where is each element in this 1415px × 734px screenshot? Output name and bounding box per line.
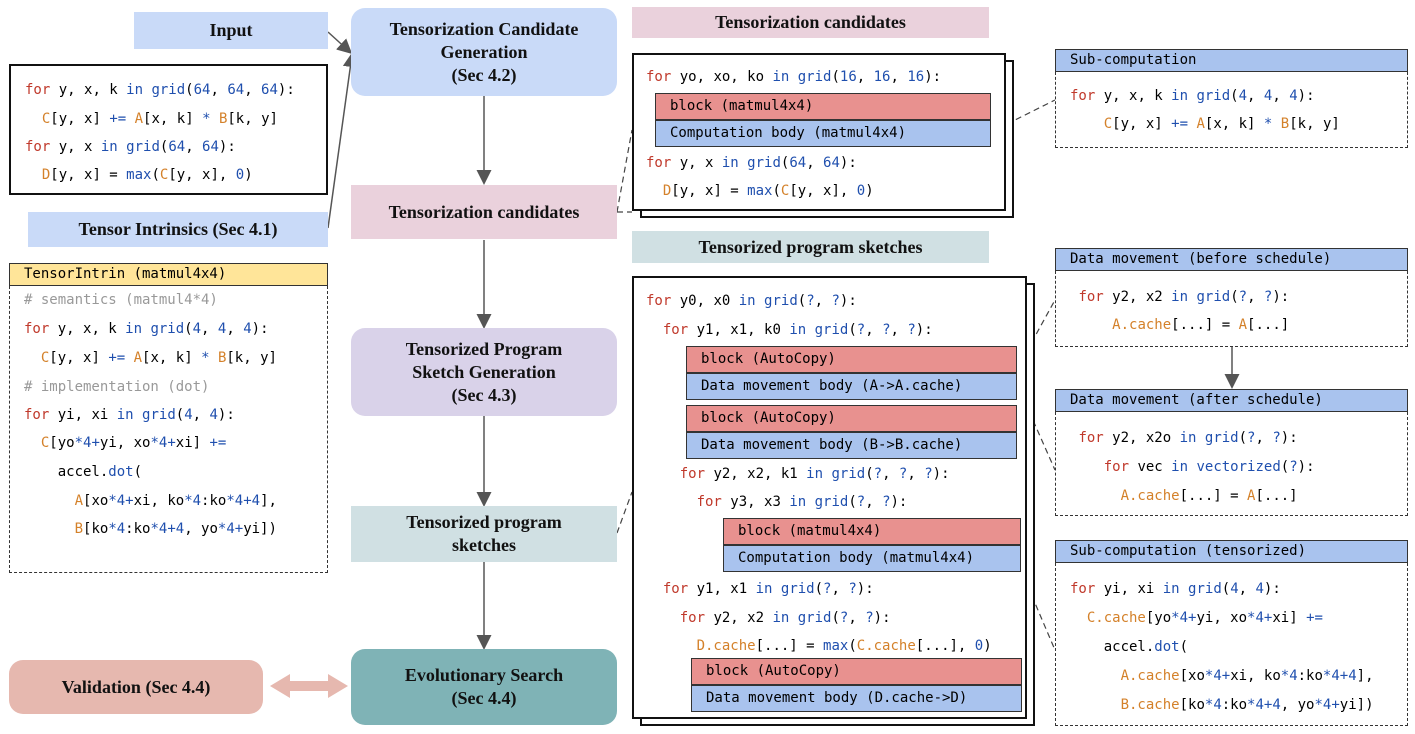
sketch-generation-line3: (Sec 4.3) xyxy=(451,384,517,405)
candidates-code-line-2: for y, x in grid(64, 64): xyxy=(646,155,857,171)
validation-node: Validation (Sec 4.4) xyxy=(9,660,263,714)
sub-tensorized-line-3: accel.dot( xyxy=(1070,639,1189,655)
input-code-line-2: C[y, x] += A[x, k] * B[k, y] xyxy=(41,111,278,127)
sub-tensorized-box: for yi, xi in grid(4, 4): C.cache[yo*4+y… xyxy=(1055,563,1408,726)
evolutionary-search-line2: (Sec 4.4) xyxy=(451,688,517,708)
dash-sketch-1 xyxy=(616,491,633,534)
sketch-block-1: block (AutoCopy) xyxy=(686,346,1017,373)
program-sketches-line1: Tensorized program xyxy=(406,512,562,532)
dm-after-line-3: A.cache[...] = A[...] xyxy=(1120,488,1298,504)
sub-tensorized-header: Sub-computation (tensorized) xyxy=(1055,540,1408,563)
candidate-generation-node: Tensorization Candidate Generation (Sec … xyxy=(351,8,617,96)
sub-tensorized-line-5: B.cache[ko*4:ko*4+4, yo*4+yi]) xyxy=(1120,697,1374,713)
sub-code-line-2: C[y, x] += A[x, k] * B[k, y] xyxy=(1103,116,1340,132)
candidate-generation-line3: (Sec 4.2) xyxy=(451,64,517,85)
candidates-title: Tensorization candidates xyxy=(632,7,989,38)
input-code-box: for y, x, k in grid(64, 64, 64): C[y, x]… xyxy=(9,64,328,195)
program-sketches-node: Tensorized program sketches xyxy=(351,506,617,562)
sub-tensorized-line-2: C.cache[yo*4+yi, xo*4+xi] += xyxy=(1086,610,1323,626)
intrin-code-line-2: for y, x, k in grid(4, 4, 4): xyxy=(24,321,269,337)
tensor-intrin-box: # semantics (matmul4*4) for y, x, k in g… xyxy=(9,286,328,573)
sub-computation-box: for y, x, k in grid(4, 4, 4): C[y, x] +=… xyxy=(1055,72,1408,148)
sketch-code-line-1: for y0, x0 in grid(?, ?): xyxy=(646,293,857,309)
sketch-block-2: block (AutoCopy) xyxy=(686,405,1017,432)
input-code-line-1: for y, x, k in grid(64, 64, 64): xyxy=(25,82,295,98)
input-code-line-3: for y, x in grid(64, 64): xyxy=(25,139,236,155)
sketch-block-4: block (AutoCopy) xyxy=(691,658,1022,685)
dm-before-box: for y2, x2 in grid(?, ?): A.cache[...] =… xyxy=(1055,271,1408,347)
candidate-generation-line2: Generation xyxy=(440,41,528,62)
candidates-block: block (matmul4x4) xyxy=(655,93,991,120)
intrin-code-line-3: C[y, x] += A[x, k] * B[k, y] xyxy=(40,350,277,366)
candidates-code-line-3: D[y, x] = max(C[y, x], 0) xyxy=(662,183,874,199)
sketch-generation-line2: Sketch Generation xyxy=(412,361,556,382)
input-arrow xyxy=(327,31,353,55)
dash-cand-1 xyxy=(616,129,633,213)
sub-tensorized-line-4: A.cache[xo*4+xi, ko*4:ko*4+4], xyxy=(1120,668,1374,684)
sub-tensorized-line-1: for yi, xi in grid(4, 4): xyxy=(1070,581,1281,597)
validation-double-arrow xyxy=(270,674,348,698)
sketch-generation-line1: Tensorized Program xyxy=(405,338,563,359)
sketch-body-2: Data movement body (B->B.cache) xyxy=(686,432,1017,459)
sketch-code-line-7: D.cache[...] = max(C.cache[...], 0) xyxy=(696,638,992,654)
dm-before-line-1: for y2, x2 in grid(?, ?): xyxy=(1078,289,1290,305)
sketch-code-line-5: for y1, x1 in grid(?, ?): xyxy=(662,581,874,597)
tensor-intrin-header: TensorIntrin (matmul4x4) xyxy=(9,263,328,286)
intrin-code-line-8: A[xo*4+xi, ko*4:ko*4+4], xyxy=(74,493,277,509)
intrin-arrow xyxy=(327,52,358,229)
candidates-code-box: for yo, xo, ko in grid(16, 16, 16): bloc… xyxy=(632,53,1006,211)
input-code-line-4: D[y, x] = max(C[y, x], 0) xyxy=(41,167,253,183)
evolutionary-search-node: Evolutionary Search (Sec 4.4) xyxy=(351,649,617,725)
dm-after-header: Data movement (after schedule) xyxy=(1055,389,1408,412)
sketch-body-1: Data movement body (A->A.cache) xyxy=(686,373,1017,400)
sketch-code-line-6: for y2, x2 in grid(?, ?): xyxy=(679,610,891,626)
candidates-code-line-1: for yo, xo, ko in grid(16, 16, 16): xyxy=(646,69,942,85)
tensor-intrinsics-label: Tensor Intrinsics (Sec 4.1) xyxy=(28,212,328,247)
sketch-body-4: Data movement body (D.cache->D) xyxy=(691,685,1022,712)
intrin-code-line-7: accel.dot( xyxy=(24,464,143,480)
dm-before-line-2: A.cache[...] = A[...] xyxy=(1112,317,1290,333)
sketch-block-3: block (matmul4x4) xyxy=(723,518,1021,545)
dm-before-header: Data movement (before schedule) xyxy=(1055,248,1408,271)
dm-after-line-2: for vec in vectorized(?): xyxy=(1103,459,1315,475)
sketches-code-box: for y0, x0 in grid(?, ?): for y1, x1, k0… xyxy=(632,276,1027,719)
candidate-generation-line1: Tensorization Candidate xyxy=(389,18,579,39)
intrin-code-line-6: C[yo*4+yi, xo*4+xi] += xyxy=(40,435,227,451)
sketch-generation-node: Tensorized Program Sketch Generation (Se… xyxy=(351,328,617,416)
input-label: Input xyxy=(134,12,328,49)
intrin-code-line-9: B[ko*4:ko*4+4, yo*4+yi]) xyxy=(74,521,277,537)
intrin-code-line-4: # implementation (dot) xyxy=(24,379,210,395)
sketch-body-3: Computation body (matmul4x4) xyxy=(723,545,1021,572)
tensorization-candidates-node: Tensorization candidates xyxy=(351,185,617,239)
sketch-code-line-3: for y2, x2, k1 in grid(?, ?, ?): xyxy=(679,466,950,482)
intrin-code-line-5: for yi, xi in grid(4, 4): xyxy=(24,407,235,423)
sketch-code-line-2: for y1, x1, k0 in grid(?, ?, ?): xyxy=(662,322,933,338)
candidates-computation-body: Computation body (matmul4x4) xyxy=(655,120,991,147)
sub-code-line-1: for y, x, k in grid(4, 4, 4): xyxy=(1070,88,1315,104)
dm-after-box: for y2, x2o in grid(?, ?): for vec in ve… xyxy=(1055,412,1408,516)
sketches-title: Tensorized program sketches xyxy=(632,231,989,263)
dm-after-line-1: for y2, x2o in grid(?, ?): xyxy=(1078,430,1298,446)
sketch-code-line-4: for y3, x3 in grid(?, ?): xyxy=(696,494,908,510)
intrin-code-line-1: # semantics (matmul4*4) xyxy=(24,292,218,308)
sub-computation-header: Sub-computation xyxy=(1055,49,1408,72)
evolutionary-search-line1: Evolutionary Search xyxy=(404,665,564,685)
program-sketches-line2: sketches xyxy=(452,535,516,555)
